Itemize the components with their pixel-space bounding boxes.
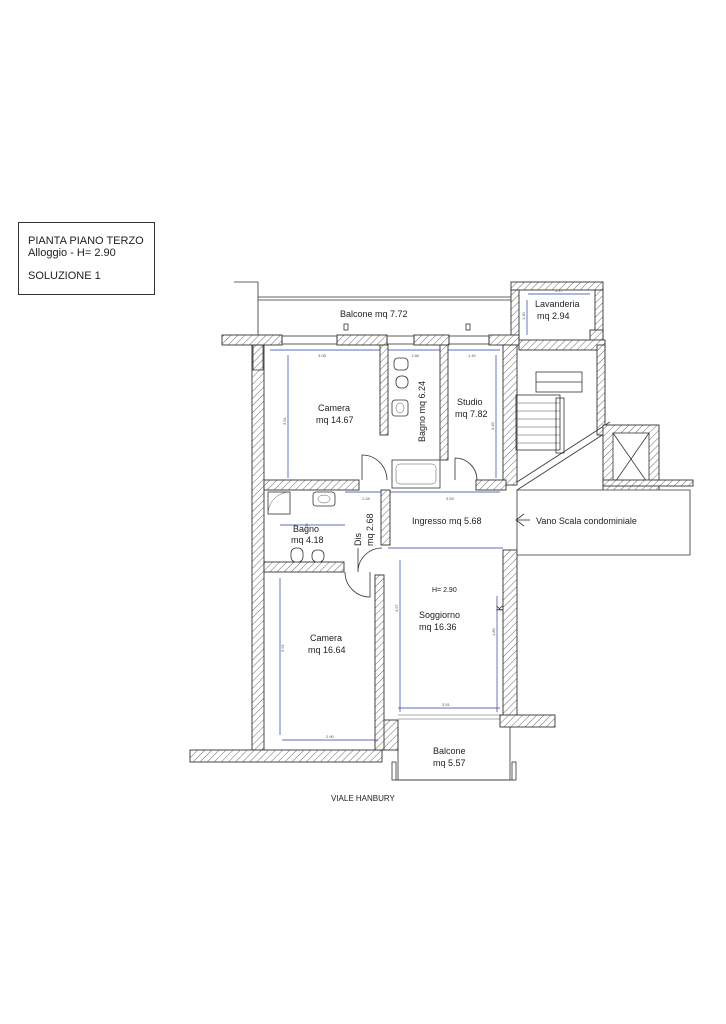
soggiorno-area: mq 16.36 — [419, 622, 457, 632]
title-solution: SOLUZIONE 1 — [28, 270, 101, 282]
interior-walls — [263, 344, 507, 751]
kitchen-mark: K — [495, 605, 505, 611]
balcone-sud-name: Balcone — [433, 746, 466, 756]
balcone-nord-label: Balcone mq 7.72 — [340, 309, 408, 319]
windows — [252, 335, 490, 371]
lavanderia-name: Lavanderia — [535, 299, 580, 309]
bagno2-fixtures — [267, 491, 336, 563]
ingresso-label: Ingresso mq 5.68 — [412, 516, 482, 526]
dim-lav-top: 2.27 — [555, 288, 564, 293]
dim-studio-w: 1.40 — [468, 353, 477, 358]
dim-studio-h: 3.49 — [490, 421, 495, 430]
dim-kitchen-h: 1.80 — [491, 627, 496, 636]
bagno2-name: Bagno — [293, 524, 319, 534]
outer-walls — [189, 334, 606, 763]
vano-scala — [516, 424, 694, 556]
dim-cam1-w: 3.08 — [318, 353, 327, 358]
door-swings — [344, 454, 478, 598]
dim-cam2-h: 3.91 — [280, 643, 285, 652]
balcone-sud — [391, 714, 517, 781]
studio-name: Studio — [457, 397, 483, 407]
dimension-lines — [270, 293, 590, 741]
dim-bagno2-w: 2.05 — [304, 522, 309, 531]
studio-area: mq 7.82 — [455, 409, 488, 419]
bagno2-area: mq 4.18 — [291, 535, 324, 545]
bagno1-label: Bagno mq 6.24 — [417, 381, 427, 442]
dis-area: mq 2.68 — [365, 513, 375, 546]
camera1-area: mq 14.67 — [316, 415, 354, 425]
dim-ingr-w: 3.53 — [446, 496, 455, 501]
dim-cam2-w: 2.90 — [326, 734, 335, 739]
entrance-arrow-icon — [515, 513, 530, 527]
dim-sogg-h: 4.57 — [394, 603, 399, 612]
dim-bagno-w: 1.58 — [411, 353, 420, 358]
staircase — [515, 371, 611, 491]
title-floor: PIANTA PIANO TERZO — [28, 235, 144, 247]
lavanderia-area: mq 2.94 — [537, 311, 570, 321]
bagno1-fixtures — [391, 357, 441, 489]
camera2-name: Camera — [310, 633, 342, 643]
balcone-sud-area: mq 5.57 — [433, 758, 466, 768]
street-label: VIALE HANBURY — [331, 794, 396, 803]
dim-lav-side: 1.30 — [521, 311, 526, 320]
soggiorno-name: Soggiorno — [419, 610, 460, 620]
title-height: Alloggio - H= 2.90 — [28, 247, 116, 259]
dim-sogg-w: 3.51 — [442, 702, 451, 707]
height-note: H= 2.90 — [432, 587, 457, 594]
camera2-area: mq 16.64 — [308, 645, 346, 655]
balcone-nord — [234, 281, 511, 335]
dis-name: Dis — [353, 533, 363, 546]
vano-scala-label: Vano Scala condominiale — [536, 516, 637, 526]
dim-dis-w: 1.28 — [362, 496, 371, 501]
dim-cam1-h: 3.51 — [282, 416, 287, 425]
title-block: PIANTA PIANO TERZO Alloggio - H= 2.90 SO… — [18, 222, 155, 295]
camera1-name: Camera — [318, 403, 350, 413]
